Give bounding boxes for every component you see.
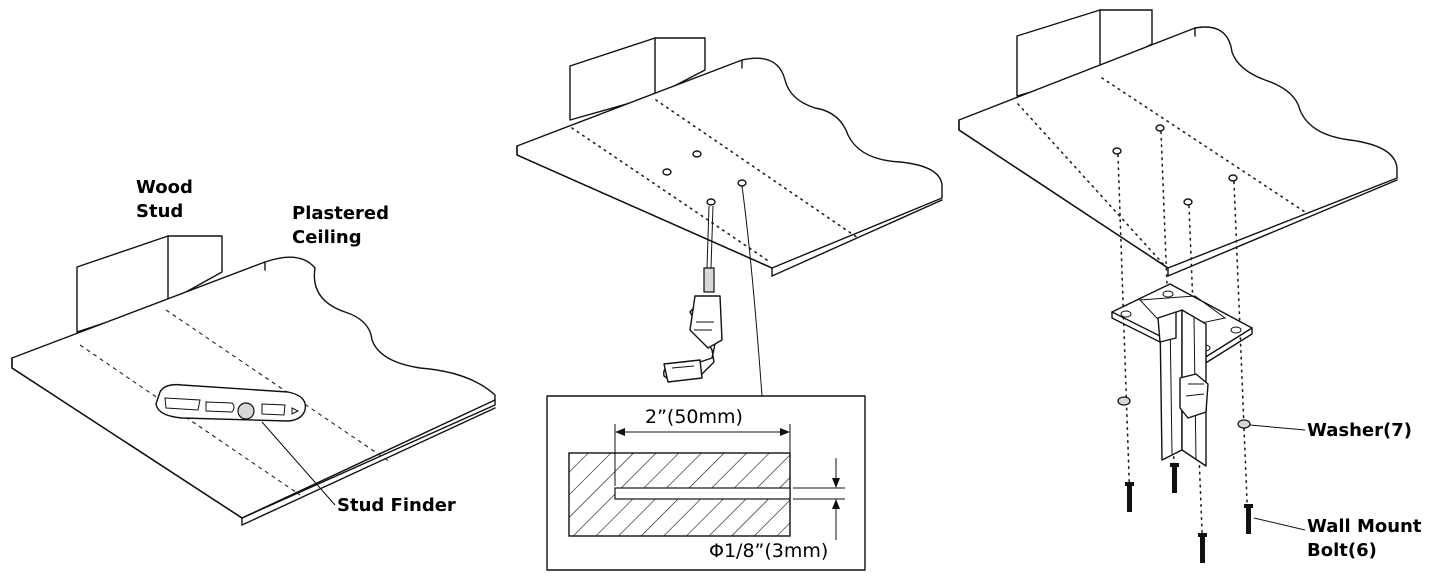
panel-mount-bracket	[958, 9, 1398, 563]
plastered-ceiling	[958, 26, 1398, 269]
stud-finder-leader	[261, 421, 336, 506]
panel-drill-holes	[516, 37, 943, 571]
power-drill	[663, 295, 723, 383]
stud-finder-tool	[155, 383, 307, 422]
wall-mount-bolt-label: Wall Mount Bolt(6)	[1307, 516, 1422, 561]
stud-finder-label: Stud Finder	[337, 495, 456, 516]
pilot-hole	[662, 168, 672, 176]
wall-mount-bolt	[1170, 463, 1179, 493]
washer-label: Washer(7)	[1307, 420, 1412, 441]
wall-mount-bolt	[1125, 482, 1134, 512]
washer-leader	[1249, 424, 1306, 431]
stud-finder-button	[237, 402, 255, 420]
pilot-hole	[1228, 174, 1238, 182]
pilot-hole	[706, 198, 716, 206]
hole-depth-label: 2”(50mm)	[645, 406, 743, 428]
pilot-hole	[1183, 198, 1193, 206]
washer	[1117, 396, 1131, 406]
panel-locate-stud	[11, 235, 496, 526]
hole-detail-box	[546, 395, 866, 571]
plastered-ceiling	[516, 57, 943, 269]
drilled-hole	[614, 487, 791, 500]
wall-mount-bolt	[1244, 504, 1253, 534]
hole-diameter-label: Φ1/8”(3mm)	[709, 540, 829, 562]
wood-stud-label: Wood Stud	[136, 177, 193, 222]
ceiling-mount-bracket	[1111, 283, 1253, 467]
pilot-hole	[692, 150, 702, 158]
plastered-ceiling-label: Plastered Ceiling	[292, 203, 390, 248]
stud-line-right	[165, 309, 391, 463]
pilot-hole	[1112, 147, 1122, 155]
wall-mount-bolt	[1198, 533, 1207, 563]
washer	[1237, 419, 1251, 429]
bolt-leader	[1253, 517, 1306, 531]
plastered-ceiling	[11, 256, 496, 519]
pilot-hole	[1155, 124, 1165, 132]
